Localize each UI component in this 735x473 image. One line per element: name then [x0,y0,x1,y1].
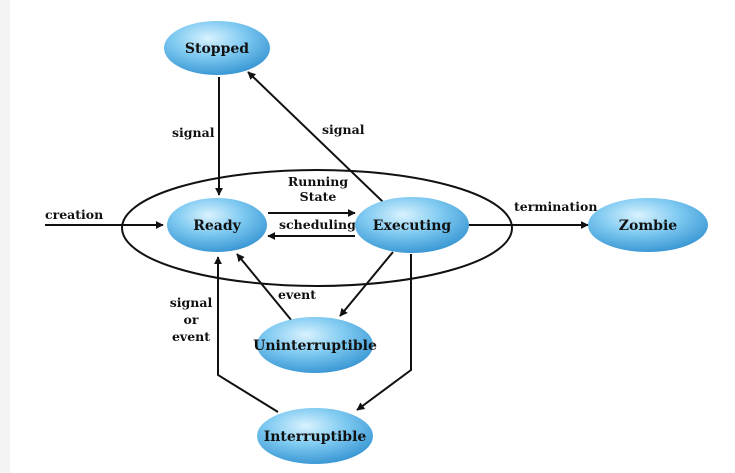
edge-label-stopped-to-ready: signal [172,125,215,140]
edge-label-termination: termination [514,199,597,214]
edge-executing-to-interruptible [356,254,412,411]
running-state-group [121,169,513,287]
node-stopped-label: Stopped [185,41,249,57]
node-executing-label: Executing [373,218,452,234]
node-uninterruptible-shape [257,317,373,373]
edge-label-event: event [278,287,316,302]
edge-executing-to-uninterruptible [339,251,394,317]
running-state-label-line1: Running [288,174,348,189]
node-ready-shape [167,198,267,252]
node-stopped-shape [164,21,270,75]
edge-label-creation: creation [45,207,103,222]
edge-label-executing-to-stopped: signal [322,122,365,137]
node-zombie-shape [588,198,708,252]
node-zombie: Zombie [588,198,708,252]
node-uninterruptible-label: Uninterruptible [253,338,377,354]
edge-label-signal-or-event-line1: signal [170,295,213,310]
node-executing: Executing [355,197,469,253]
edge-interruptible-to-ready [214,256,279,413]
edge-uninterruptible-to-ready [236,253,293,322]
edge-label-scheduling: scheduling [279,217,356,232]
edge-label-signal-or-event-line2: or [184,312,199,327]
margin-strip [0,0,10,473]
edge-executing-to-stopped [247,71,384,203]
node-executing-shape [355,197,469,253]
running-state-label-line2: State [300,189,337,204]
node-stopped: Stopped [164,21,270,75]
node-interruptible-shape [257,408,373,464]
node-ready: Ready [167,198,267,252]
node-uninterruptible: Uninterruptible [253,317,377,373]
node-ready-label: Ready [193,218,241,234]
node-interruptible-label: Interruptible [264,429,367,445]
node-interruptible: Interruptible [257,408,373,464]
edge-label-signal-or-event-line3: event [172,329,210,344]
node-zombie-label: Zombie [619,218,677,234]
